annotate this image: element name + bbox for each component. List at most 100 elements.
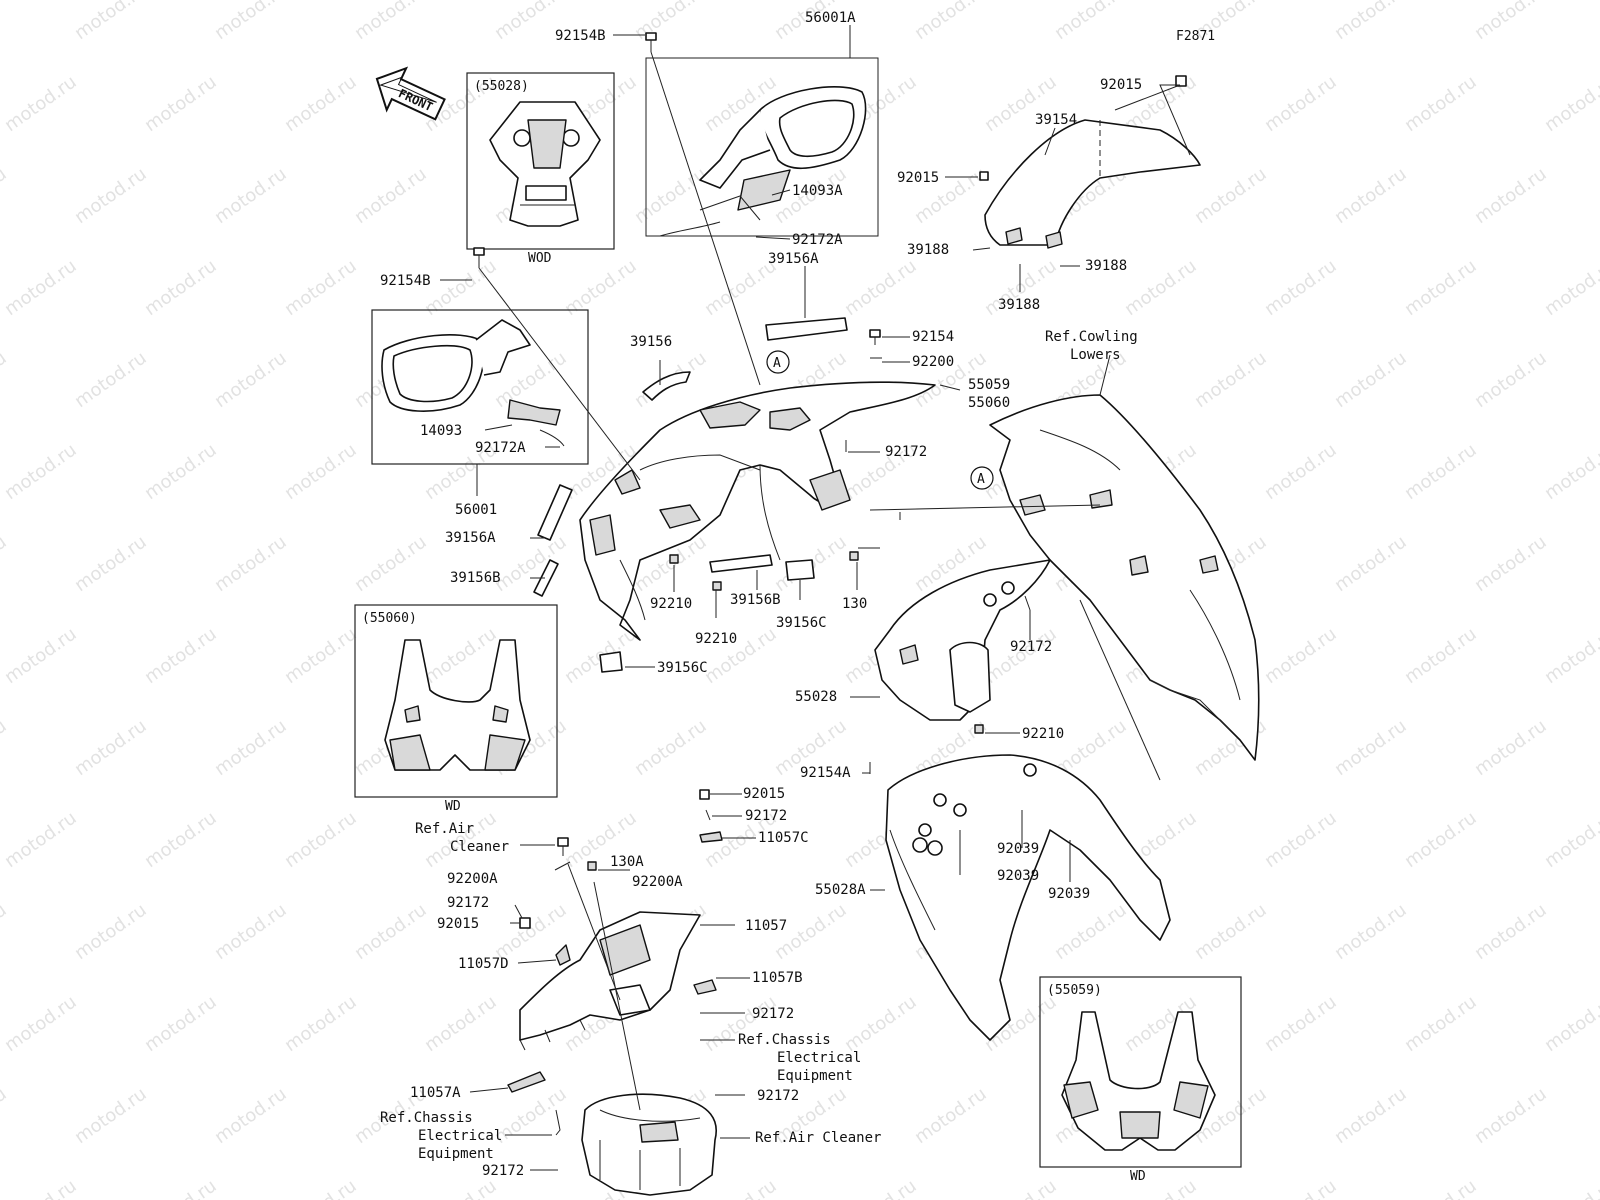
watermark-text: motod.ru	[281, 440, 361, 505]
watermark-text: motod.ru	[1541, 992, 1600, 1057]
label-92154B-top: 92154B	[555, 28, 606, 44]
label-92210-c: 92210	[1022, 726, 1064, 742]
watermark-text: motod.ru	[211, 532, 291, 597]
watermark-text: motod.ru	[211, 716, 291, 781]
foam-39156C-mid	[785, 559, 815, 581]
watermark-text: motod.ru	[1191, 900, 1271, 965]
watermark-text: motod.ru	[281, 624, 361, 689]
label-92200A-b: 92200A	[632, 874, 683, 890]
label-55060: 55060	[968, 395, 1010, 411]
watermark-text: motod.ru	[911, 1084, 991, 1149]
watermark-text: motod.ru	[1, 440, 81, 505]
watermark-text: motod.ru	[1401, 1176, 1481, 1200]
watermark-text: motod.ru	[211, 348, 291, 413]
label-39154: 39154	[1035, 112, 1077, 128]
watermark-text: motod.ru	[1471, 716, 1551, 781]
watermark-text: motod.ru	[71, 164, 151, 229]
watermark-text: motod.ru	[0, 0, 11, 44]
watermark-text: motod.ru	[981, 1176, 1061, 1200]
label-130A: 130A	[610, 854, 644, 870]
watermark-text: motod.ru	[141, 624, 221, 689]
label-92015-low: 92015	[743, 786, 785, 802]
watermark-text: motod.ru	[211, 164, 291, 229]
watermark-text: motod.ru	[0, 164, 11, 229]
watermark-text: motod.ru	[1121, 256, 1201, 321]
label-ref-cowling-2: Lowers	[1070, 347, 1121, 363]
label-55059: 55059	[968, 377, 1010, 393]
inset-55060: (55060) WD	[354, 604, 558, 814]
watermark-text: motod.ru	[1331, 0, 1411, 44]
watermark-text: motod.ru	[1471, 348, 1551, 413]
foam-39156A-top	[765, 317, 848, 341]
label-92015-top: 92015	[1100, 77, 1142, 93]
label-39156: 39156	[630, 334, 672, 350]
label-92172-g: 92172	[482, 1163, 524, 1179]
watermark-text: motod.ru	[1541, 808, 1600, 873]
windscreen-39154	[984, 119, 1201, 249]
bracket-11057A	[507, 1071, 546, 1093]
watermark-text: motod.ru	[351, 164, 431, 229]
watermark-text: motod.ru	[1541, 624, 1600, 689]
watermark-text: motod.ru	[1541, 1176, 1600, 1200]
label-56001A: 56001A	[805, 10, 856, 26]
watermark-text: motod.ru	[701, 1176, 781, 1200]
watermark-text: motod.ru	[281, 992, 361, 1057]
watermark-text: motod.ru	[1541, 440, 1600, 505]
inset-55028: (55028) WOD	[466, 72, 615, 266]
label-ref-cowling-1: Ref.Cowling	[1045, 329, 1138, 345]
foam-39156B-left	[533, 559, 559, 597]
nut-92210-c	[974, 724, 984, 734]
watermark-text: motod.ru	[1261, 440, 1341, 505]
watermark-text: motod.ru	[1471, 1084, 1551, 1149]
label-92154: 92154	[912, 329, 954, 345]
watermark-text: motod.ru	[1331, 164, 1411, 229]
watermark-text: motod.ru	[0, 1084, 11, 1149]
clip-92015-left	[519, 917, 531, 929]
watermark-text: motod.ru	[1191, 164, 1271, 229]
watermark-text: motod.ru	[0, 348, 11, 413]
watermark-text: motod.ru	[1331, 348, 1411, 413]
label-92015-mid: 92015	[897, 170, 939, 186]
watermark-text: motod.ru	[1471, 0, 1551, 44]
watermark-text: motod.ru	[1051, 0, 1131, 44]
label-ref-chassis-r1: Ref.Chassis	[738, 1032, 831, 1048]
part-labels: 92154B 56001A 14093A 92172A 39156A 92154…	[380, 10, 1142, 1179]
watermark-text: motod.ru	[1, 256, 81, 321]
stay-left-lower	[555, 1109, 561, 1136]
label-55028: 55028	[795, 689, 837, 705]
label-92172-a: 92172	[885, 444, 927, 460]
bracket-11057D	[555, 944, 571, 966]
foam-39156B-mid	[709, 554, 773, 573]
inset-55060-caption: WD	[445, 799, 461, 814]
inner-panel-55028	[874, 559, 1051, 721]
watermark-text: motod.ru	[71, 0, 151, 44]
label-92154B-mid: 92154B	[380, 273, 431, 289]
label-11057A: 11057A	[410, 1085, 461, 1101]
watermark-text: motod.ru	[141, 808, 221, 873]
watermark-text: motod.ru	[841, 256, 921, 321]
label-130: 130	[842, 596, 867, 612]
watermark-text: motod.ru	[1, 1176, 81, 1200]
watermark-text: motod.ru	[71, 900, 151, 965]
figure-code: F2871	[1176, 29, 1215, 44]
svg-text:A: A	[773, 356, 781, 371]
inset-55028-caption: WOD	[528, 251, 552, 266]
screw-92154B-mid	[473, 247, 485, 268]
watermark-text: motod.ru	[281, 1176, 361, 1200]
label-39156B-left: 39156B	[450, 570, 501, 586]
watermark-text: motod.ru	[491, 1084, 571, 1149]
watermark-text: motod.ru	[141, 992, 221, 1057]
watermark-text: motod.ru	[141, 72, 221, 137]
watermark-text: motod.ru	[281, 72, 361, 137]
label-ref-air-2: Cleaner	[450, 839, 509, 855]
label-92172A-left: 92172A	[475, 440, 526, 456]
label-39156C-mid: 39156C	[776, 615, 827, 631]
mirror-assembly-56001	[371, 309, 589, 465]
screw-92172-b	[1024, 595, 1031, 611]
watermark-text: motod.ru	[841, 1176, 921, 1200]
label-92039-c: 92039	[1048, 886, 1090, 902]
label-92172-e: 92172	[752, 1006, 794, 1022]
bracket-11057B	[693, 979, 717, 995]
label-92039-a: 92039	[997, 841, 1039, 857]
